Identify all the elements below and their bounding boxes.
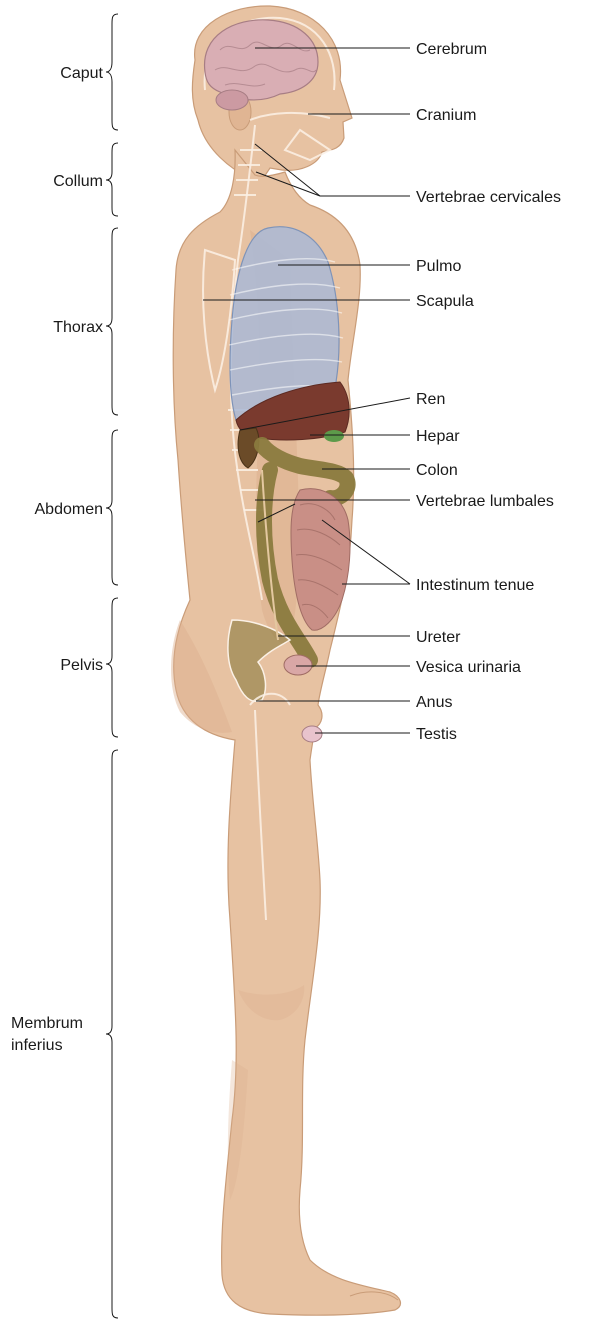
gallbladder-shape [324,430,344,442]
brace-caput [106,14,118,130]
structure-labels: Cerebrum Cranium Vertebrae cervicales Pu… [416,41,561,743]
label-scapula: Scapula [416,293,474,310]
label-vesica-urinaria: Vesica urinaria [416,659,521,676]
brace-thorax [106,228,118,415]
cerebellum-shape [216,90,248,110]
region-label-membrum-line2: inferius [11,1037,63,1054]
brace-pelvis [106,598,118,737]
intestine-shape [291,489,350,630]
label-pulmo: Pulmo [416,258,461,275]
region-label-thorax: Thorax [53,319,103,336]
label-ureter: Ureter [416,629,461,646]
region-label-membrum-line1: Membrum [11,1015,83,1032]
brain-shape [205,20,318,100]
brace-collum [106,143,118,216]
label-hepar: Hepar [416,428,460,445]
label-colon: Colon [416,462,458,479]
region-label-abdomen: Abdomen [35,501,104,518]
region-label-collum: Collum [53,173,103,190]
region-label-pelvis: Pelvis [60,657,103,674]
label-cranium: Cranium [416,107,476,124]
region-label-caput: Caput [60,65,103,82]
region-labels: Caput Collum Thorax Abdomen Pelvis Membr… [11,65,104,1054]
label-vertebrae-lumbales: Vertebrae lumbales [416,493,554,510]
testis-shape [302,726,322,742]
label-vertebrae-cervicales: Vertebrae cervicales [416,189,561,206]
brace-abdomen [106,430,118,585]
region-braces [106,14,118,1318]
bladder-shape [284,655,312,675]
label-cerebrum: Cerebrum [416,41,487,58]
label-testis: Testis [416,726,457,743]
label-intestinum-tenue: Intestinum tenue [416,577,534,594]
label-ren: Ren [416,391,445,408]
brace-membrum [106,750,118,1318]
label-anus: Anus [416,694,452,711]
